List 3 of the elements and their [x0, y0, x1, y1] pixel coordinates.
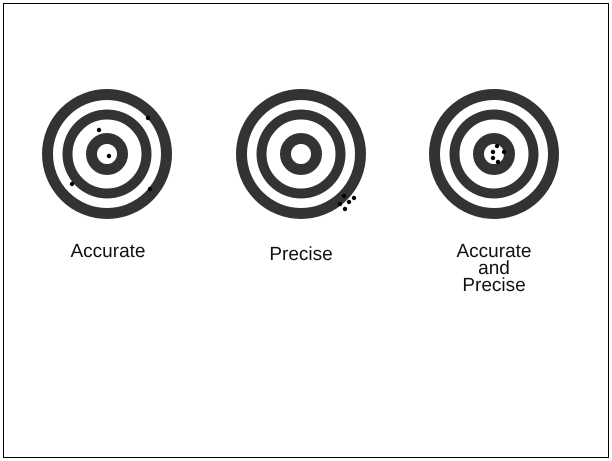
- target-caption: Accurate and Precise: [456, 243, 532, 294]
- target-caption: Precise: [268, 246, 334, 263]
- target-caption: Accurate: [70, 243, 146, 260]
